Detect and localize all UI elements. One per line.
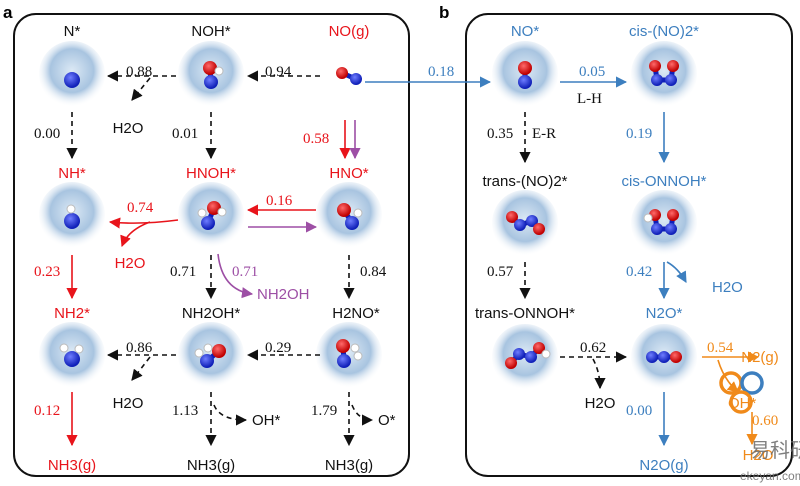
energy-0-16: 0.16 xyxy=(266,193,293,209)
label-n2o-star: N2O* xyxy=(646,305,683,322)
energy-0-00-a: 0.00 xyxy=(34,126,60,142)
label-nh2oh-gas: NH2OH xyxy=(257,286,310,303)
structure-cis-no2 xyxy=(631,41,697,107)
label-nh3-right: NH3(g) xyxy=(325,457,373,474)
label-hno-star: HNO* xyxy=(329,165,368,182)
label-n2o-gas: N2O(g) xyxy=(639,457,688,474)
structure-n2o-star xyxy=(631,324,697,390)
energy-0-71-purple: 0.71 xyxy=(232,264,258,280)
structure-h2no-star xyxy=(316,322,382,388)
panel-b-letter: b xyxy=(439,3,449,22)
label-nh3-left: NH3(g) xyxy=(48,457,96,474)
label-h2o-mid: H2O xyxy=(113,395,144,412)
structure-nh2-star xyxy=(39,322,105,388)
energy-0-23: 0.23 xyxy=(34,264,60,280)
label-trans-onnoh: trans-ONNOH* xyxy=(475,305,575,322)
label-hnoh-star: HNOH* xyxy=(186,165,236,182)
label-h2o-orange: H2O xyxy=(743,447,774,464)
arrows-panel-a xyxy=(66,70,374,447)
energy-0-54: 0.54 xyxy=(707,340,734,356)
structure-n-star xyxy=(39,41,105,107)
energy-0-71-black: 0.71 xyxy=(170,264,196,280)
energy-0-01: 0.01 xyxy=(172,126,198,142)
panel-a-letter: a xyxy=(3,3,13,22)
structure-nh-star xyxy=(39,182,105,248)
label-h2no-star: H2NO* xyxy=(332,305,380,322)
structure-trans-onnoh xyxy=(492,324,558,390)
label-lh: L-H xyxy=(577,91,602,107)
energy-0-74: 0.74 xyxy=(127,200,154,216)
label-cis-no2: cis-(NO)2* xyxy=(629,23,699,40)
structure-hno-star xyxy=(316,182,382,248)
energy-0-62: 0.62 xyxy=(580,340,606,356)
energy-0-29: 0.29 xyxy=(265,340,291,356)
watermark-cn: 易科研 xyxy=(750,439,800,462)
label-n-star: N* xyxy=(64,23,81,40)
energy-0-57: 0.57 xyxy=(487,264,514,280)
energy-0-84: 0.84 xyxy=(360,264,387,280)
label-no-star: NO* xyxy=(511,23,540,40)
watermark-url: ekeyan.com xyxy=(740,469,800,483)
label-nh2oh-star: NH2OH* xyxy=(182,305,241,322)
label-nh3-mid: NH3(g) xyxy=(187,457,235,474)
label-h2o-red: H2O xyxy=(115,255,146,272)
structure-no-star xyxy=(492,41,558,107)
energy-0-12: 0.12 xyxy=(34,403,60,419)
arrows-panel-b xyxy=(365,76,760,447)
label-o-star-a: O* xyxy=(378,412,396,429)
label-h2o-blue: H2O xyxy=(712,279,743,296)
energy-0-19: 0.19 xyxy=(626,126,652,142)
label-no-gas: NO(g) xyxy=(329,23,370,40)
energy-0-18: 0.18 xyxy=(428,64,454,80)
energy-0-60: 0.60 xyxy=(752,413,778,429)
energy-1-13: 1.13 xyxy=(172,403,198,419)
structure-nh2oh-star xyxy=(178,322,244,388)
structure-no-gas xyxy=(336,67,362,85)
watermark-logo-icon xyxy=(719,371,743,395)
label-er: E-R xyxy=(532,126,556,142)
energy-0-88: 0.88 xyxy=(126,64,152,80)
energy-0-94: 0.94 xyxy=(265,64,292,80)
label-nh-star: NH* xyxy=(58,165,86,182)
structure-hnoh-star xyxy=(178,182,244,248)
energy-0-05: 0.05 xyxy=(579,64,605,80)
label-noh-star: NOH* xyxy=(191,23,230,40)
panel-b-frame xyxy=(465,13,793,477)
structure-cis-onnoh xyxy=(631,190,697,256)
label-trans-no2: trans-(NO)2* xyxy=(482,173,567,190)
label-cis-onnoh: cis-ONNOH* xyxy=(622,173,707,190)
structure-trans-no2 xyxy=(492,190,558,256)
watermark: 易科研 ekeyan.com xyxy=(719,371,800,483)
label-nh2-star: NH2* xyxy=(54,305,90,322)
energy-0-35: 0.35 xyxy=(487,126,513,142)
label-h2o-black-b: H2O xyxy=(585,395,616,412)
structure-noh-star xyxy=(178,41,244,107)
label-h2o-top: H2O xyxy=(113,120,144,137)
energy-0-58: 0.58 xyxy=(303,131,329,147)
label-oh-star-a: OH* xyxy=(252,412,281,429)
energy-0-00-b: 0.00 xyxy=(626,403,652,419)
energy-1-79: 1.79 xyxy=(311,403,337,419)
energy-0-42: 0.42 xyxy=(626,264,652,280)
energy-0-86: 0.86 xyxy=(126,340,153,356)
panel-a-frame xyxy=(13,13,410,477)
